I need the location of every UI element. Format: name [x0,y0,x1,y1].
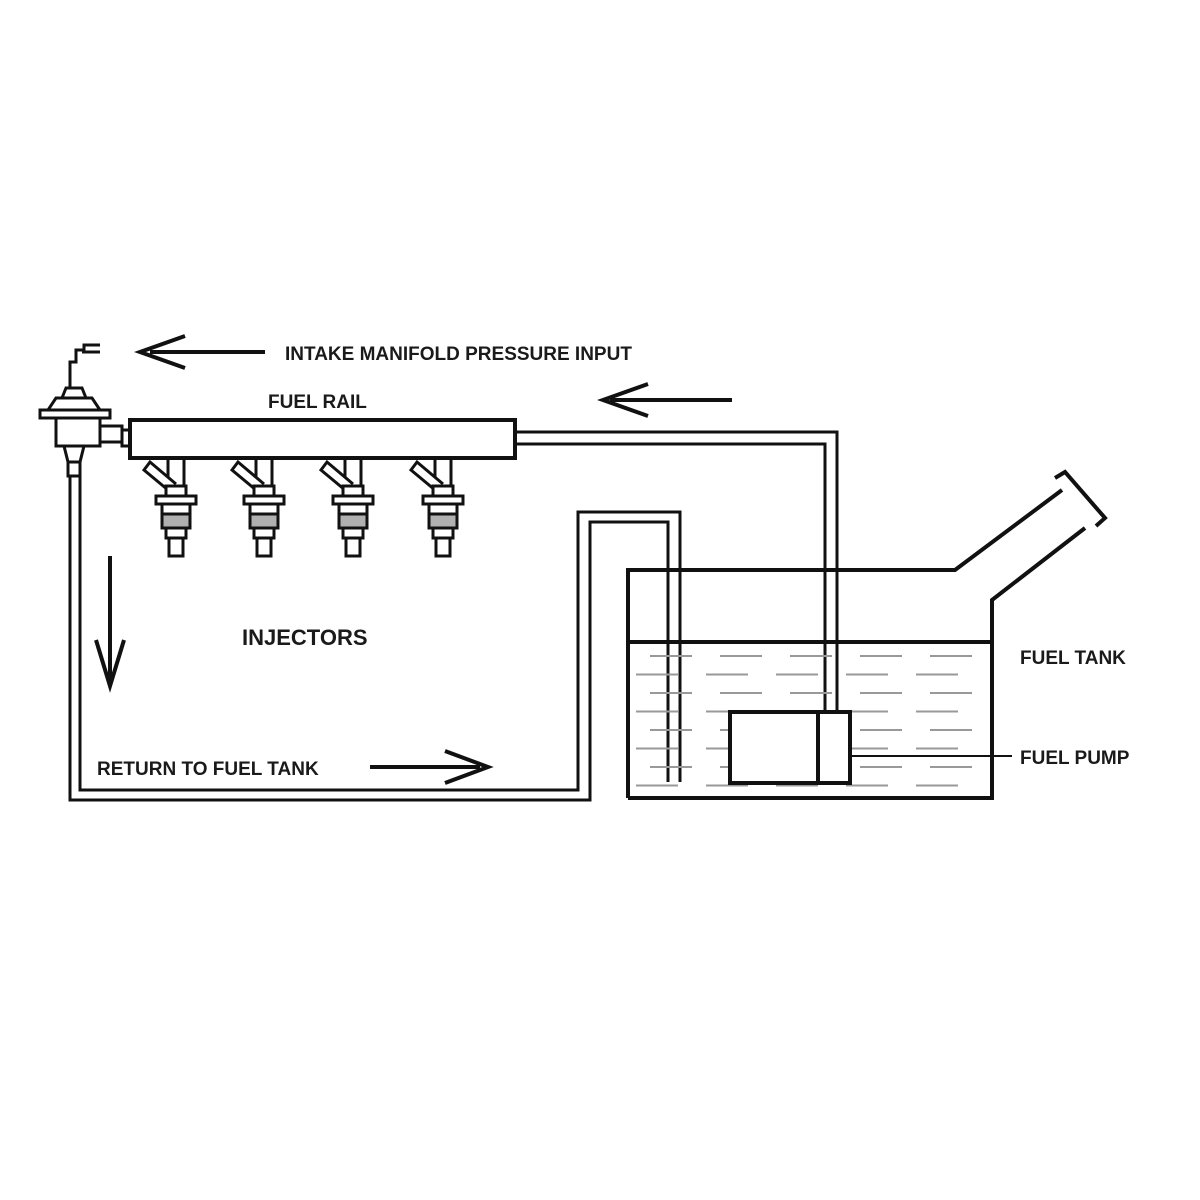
fuel-pump-label: FUEL PUMP [1020,748,1130,769]
injector [318,458,375,558]
fuel-rail [128,418,517,460]
fuel-pump [728,710,1012,785]
injector [229,458,286,558]
intake-label: INTAKE MANIFOLD PRESSURE INPUT [285,344,632,365]
return-right-arrow [370,749,494,785]
feed-pipe [515,430,839,712]
fuel-tank-label: FUEL TANK [1020,648,1126,669]
injectors [141,458,465,558]
return-down-arrow [94,556,126,693]
fuel-liquid [636,655,972,787]
injector [408,458,465,558]
fuel-tank [626,469,1108,800]
fuel-rail-label: FUEL RAIL [268,392,367,413]
rail-inlet-fitting [120,428,132,448]
feed-arrow [597,382,732,418]
intake-arrow [134,334,265,370]
fuel-pressure-regulator [38,343,124,478]
injectors-label: INJECTORS [242,625,368,650]
return-pipe [68,476,682,802]
return-label: RETURN TO FUEL TANK [97,759,319,780]
injector [141,458,198,558]
